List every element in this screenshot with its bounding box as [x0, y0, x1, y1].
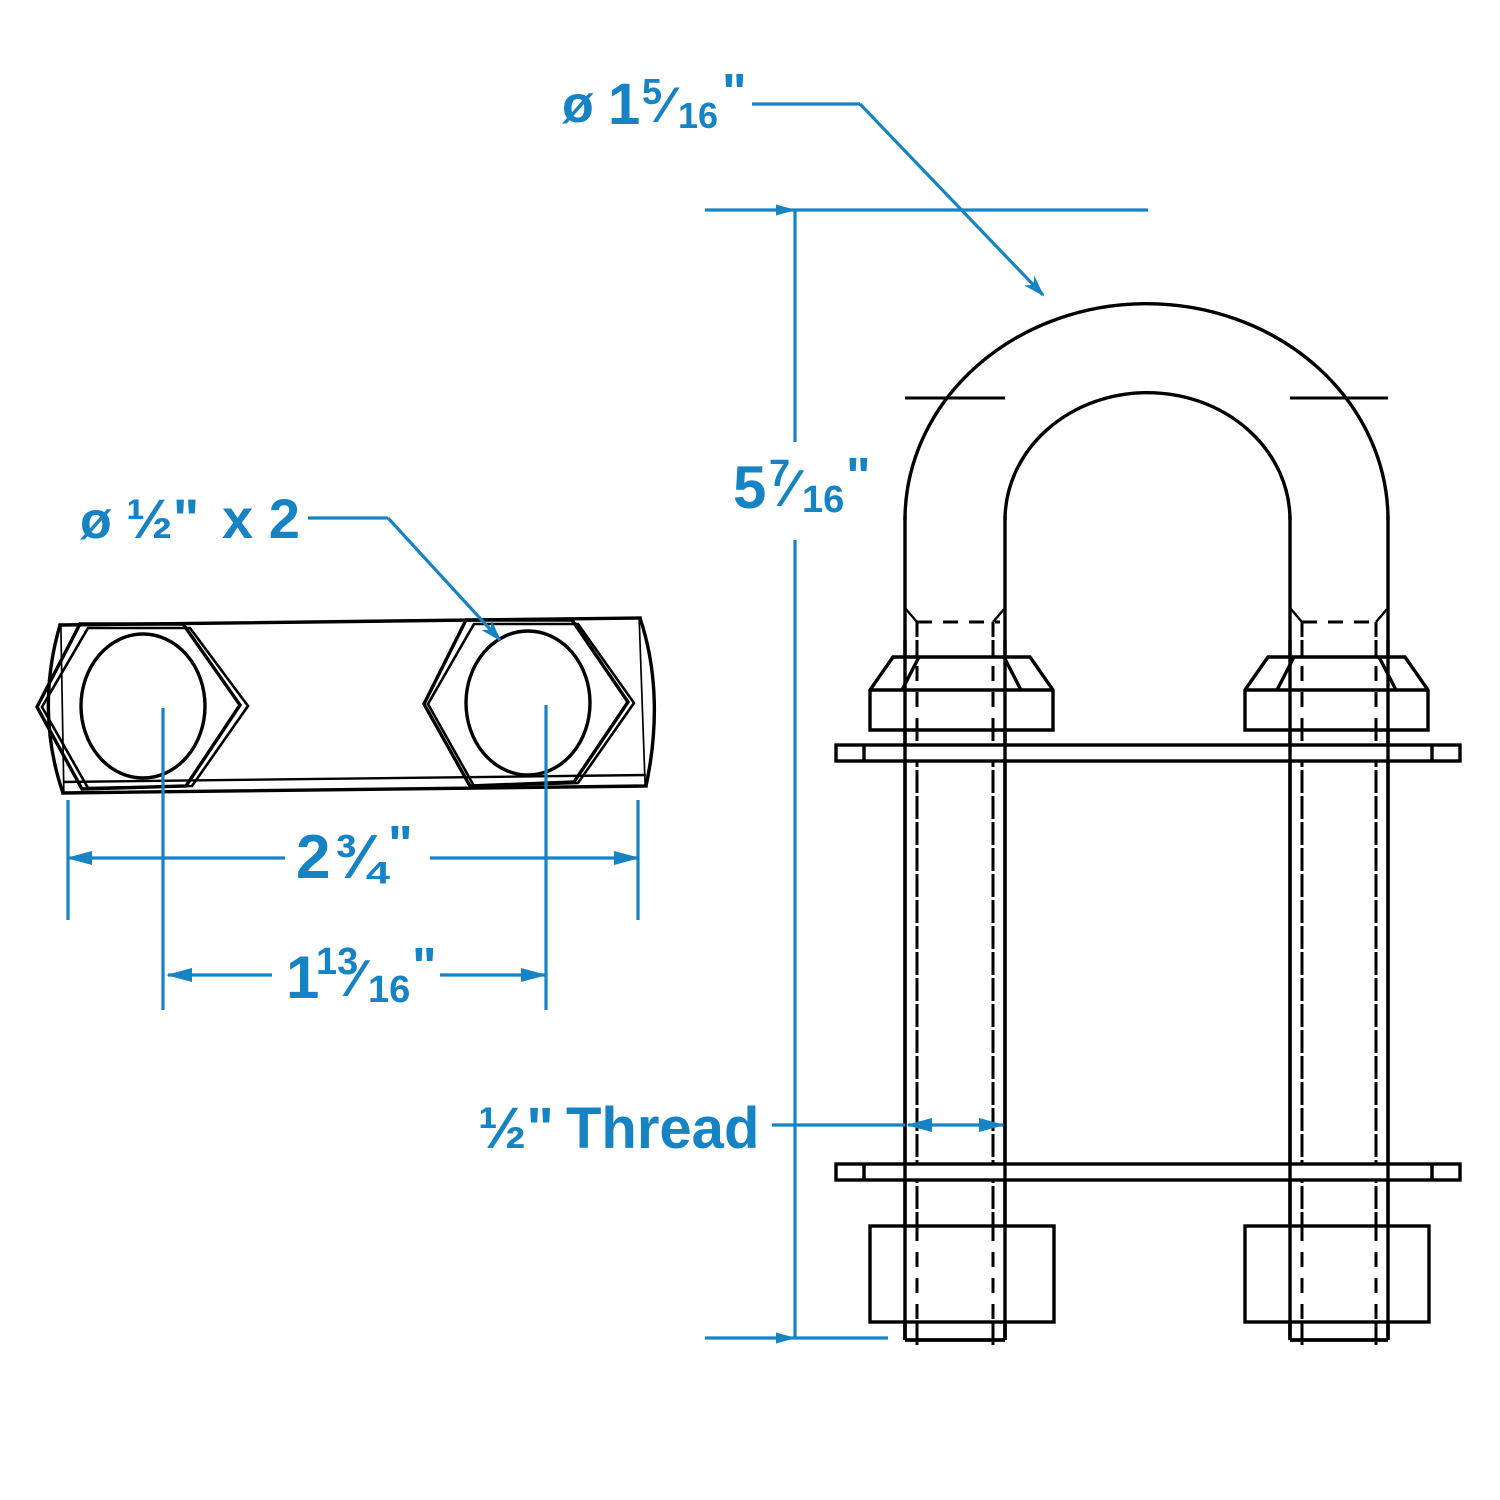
- bend-diameter-dia-symbol: ø: [562, 76, 594, 134]
- ubolt-inner-bend-arc: [1003, 390, 1292, 521]
- upper-right-nut-body: [1243, 655, 1430, 732]
- upper-left-nut-body: [868, 655, 1055, 732]
- lower-left-nut-body: [868, 1224, 1056, 1324]
- thread-label: ½" Thread: [478, 1096, 759, 1161]
- thread-word: Thread: [566, 1096, 759, 1161]
- overall-height-numerator: 7: [769, 453, 790, 495]
- upper-plate-body: [834, 743, 1462, 763]
- overall-height-whole: 5: [733, 454, 766, 521]
- plate-length-whole: 2: [296, 823, 330, 892]
- top-view-left-hex-nut: [35, 622, 250, 791]
- plate-length-label: 2 ¾ ": [296, 816, 413, 892]
- plate-length-fraction: ¾: [334, 823, 390, 892]
- bend-diameter-numerator: 5: [642, 71, 662, 112]
- upper-left-hex-nut: [868, 655, 1055, 732]
- hole-diameter-dia-symbol: ø: [80, 492, 112, 550]
- bend-dia-leader-slant: [858, 102, 1045, 297]
- ubolt-outer-bend-arc: [903, 302, 1390, 521]
- left-thread-start-chamfer-a: [904, 607, 918, 623]
- hole-diameter-value: ½": [126, 487, 199, 550]
- lower-plate-body: [834, 1162, 1462, 1182]
- top-view-plate-right-end-curve: [638, 617, 657, 787]
- hole-spacing-whole: 1: [286, 944, 319, 1011]
- lower-left-nut: [868, 1224, 1056, 1324]
- hole-spacing-unit: ": [412, 938, 437, 996]
- hole-diameter-label: ø ½" x 2: [80, 487, 300, 550]
- left-thread-start-chamfer-b: [992, 607, 1006, 623]
- thread-size: ½": [478, 1096, 554, 1161]
- hole-dia-leader-slant: [386, 516, 502, 642]
- top-view-left-nut-hex-outline-offset: [40, 626, 250, 790]
- top-view-right-bolt-hole: [464, 629, 592, 777]
- top-view-right-nut-hex-outline-offset: [426, 622, 636, 788]
- dimension-lines: [66, 102, 1148, 1338]
- u-bolt-front-view: [903, 302, 1390, 1342]
- hole-spacing-numerator: 13: [316, 941, 358, 983]
- upper-left-nut-face-edge-b: [1002, 656, 1023, 691]
- lower-right-nut-body: [1243, 1224, 1431, 1324]
- hole-diameter-quantity: x 2: [222, 487, 300, 550]
- right-thread-start-chamfer-a: [1289, 607, 1303, 623]
- bend-diameter-unit: ": [722, 64, 747, 122]
- overall-height-label: 5 7 ⁄ 16 ": [733, 448, 871, 521]
- top-view-right-hex-nut: [422, 618, 636, 788]
- plate-length-unit: ": [388, 816, 413, 874]
- hole-spacing-label: 1 13 ⁄ 16 ": [286, 938, 437, 1011]
- bend-diameter-whole: 1: [608, 72, 640, 137]
- hole-spacing-denominator: 16: [368, 969, 410, 1011]
- plate-top-view: [46, 616, 657, 795]
- hidden-thread-lines-lower: [915, 1226, 1378, 1340]
- overall-height-denominator: 16: [802, 479, 844, 521]
- right-thread-start-chamfer-b: [1375, 607, 1389, 623]
- top-view-plate-lower-edge-double: [62, 773, 647, 784]
- overall-height-unit: ": [846, 448, 871, 506]
- bend-diameter-denominator: 16: [678, 95, 718, 136]
- lower-right-nut: [1243, 1224, 1431, 1324]
- lower-mounting-plate: [834, 1162, 1462, 1182]
- top-view-left-bolt-hole: [79, 632, 207, 780]
- bend-diameter-label: ø 1 5 ⁄ 16 ": [562, 64, 747, 137]
- legs-through-upper-plate: [903, 745, 1390, 761]
- legs-through-lower-plate: [903, 1164, 1390, 1180]
- legs-over-lower-nuts: [903, 1226, 1390, 1342]
- upper-right-hex-nut: [1243, 655, 1430, 732]
- upper-mounting-plate: [834, 743, 1462, 763]
